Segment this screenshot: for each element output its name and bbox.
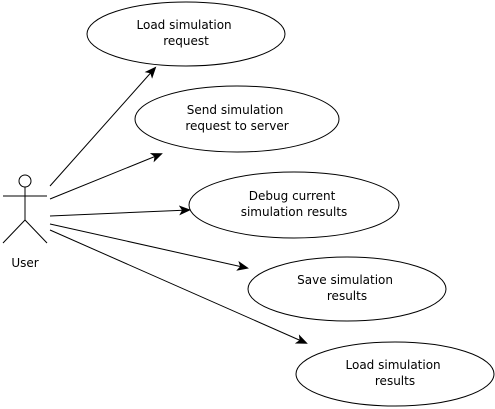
use-case-label-line2: simulation results bbox=[241, 205, 348, 219]
use-case-label-line2: request to server bbox=[185, 119, 288, 133]
use-case-debug-results: Debug current simulation results bbox=[188, 171, 400, 239]
svg-text:Debug current simulation: Debug current simulation results bbox=[241, 189, 348, 219]
use-case-label-line2: results bbox=[327, 289, 367, 303]
association-save-results bbox=[49, 223, 249, 271]
svg-text:Send simulation request: Send simulation request to server bbox=[185, 103, 288, 133]
association-load-results bbox=[49, 229, 308, 344]
svg-text:Load simulation results: Load simulation results bbox=[346, 358, 445, 388]
use-case-save-results: Save simulation results bbox=[247, 256, 447, 322]
actor-user: User bbox=[2, 174, 48, 270]
use-case-send-request: Send simulation request to server bbox=[134, 85, 340, 153]
use-case-label-line2: request bbox=[163, 34, 209, 48]
actor-label: User bbox=[11, 256, 38, 270]
association-load-request bbox=[49, 66, 157, 187]
use-case-load-request: Load simulation request bbox=[86, 1, 286, 67]
use-case-label-line2: results bbox=[375, 374, 415, 388]
use-case-label-line1: Debug current bbox=[249, 189, 336, 203]
use-case-load-results: Load simulation results bbox=[295, 341, 495, 407]
use-case-label-line1: Save simulation bbox=[297, 273, 393, 287]
svg-text:Save simulation results: Save simulation results bbox=[297, 273, 397, 303]
stick-figure-icon bbox=[2, 174, 48, 244]
association-debug-results bbox=[49, 205, 191, 217]
svg-text:Load simulation request: Load simulation request bbox=[137, 18, 236, 48]
association-send-request bbox=[49, 153, 163, 200]
use-case-label-line1: Load simulation bbox=[346, 358, 441, 372]
use-case-label-line1: Send simulation bbox=[187, 103, 284, 117]
associations bbox=[49, 66, 308, 344]
use-case-label-line1: Load simulation bbox=[137, 18, 232, 32]
